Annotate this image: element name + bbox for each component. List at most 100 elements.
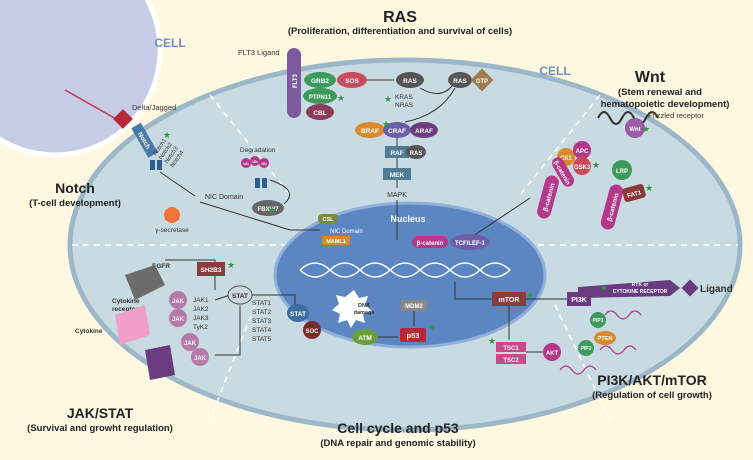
pip3-node xyxy=(590,312,606,328)
svg-text:JAK1: JAK1 xyxy=(193,297,209,304)
membrane-lipid xyxy=(599,345,637,355)
svg-text:PIP2: PIP2 xyxy=(581,346,592,352)
svg-text:APC: APC xyxy=(576,149,589,155)
svg-text:★: ★ xyxy=(227,260,235,270)
svg-text:Ub: Ub xyxy=(243,161,249,166)
sos-node xyxy=(337,72,367,88)
svg-text:MAML1: MAML1 xyxy=(326,239,346,245)
maml1-node xyxy=(322,236,350,245)
arrow-nic xyxy=(159,171,196,197)
fat1-node xyxy=(622,184,646,202)
wnt-subtitle-1: (Stem renewal and xyxy=(618,87,702,98)
arrow-stat-nucleus xyxy=(252,294,296,305)
cbl-node xyxy=(306,104,334,120)
svg-text:PIP3: PIP3 xyxy=(593,318,604,324)
membrane-lipid xyxy=(559,365,597,375)
svg-text:STAT2: STAT2 xyxy=(252,309,272,316)
dna-damage-burst xyxy=(332,290,372,328)
cytokine-receptor xyxy=(115,305,150,345)
mdm2-node xyxy=(401,300,427,311)
pi3k-node xyxy=(567,292,591,306)
arrow-ras-ras xyxy=(419,85,453,94)
nic-domain-nuclear-label: NIC Domain xyxy=(330,229,363,235)
jak-node-4 xyxy=(191,348,209,366)
mtor-node xyxy=(492,292,526,306)
arrow-pi3k-cascade xyxy=(454,282,567,353)
ras-node-2 xyxy=(448,72,472,88)
svg-text:FAT1: FAT1 xyxy=(627,190,643,200)
flt3-label: FLT3 xyxy=(293,73,299,88)
flt3-ligand-label: FLT3 Ligand xyxy=(238,48,280,57)
svg-text:GTP: GTP xyxy=(476,79,488,85)
ras-subtitle: (Proliferation, differentiation and surv… xyxy=(288,26,512,37)
egfr-receptor xyxy=(125,265,165,300)
arrow-bcat-nucleus xyxy=(469,197,531,239)
svg-text:CYTOKINE RECEPTOR: CYTOKINE RECEPTOR xyxy=(613,289,668,295)
svg-text:★: ★ xyxy=(645,183,653,193)
nucleus-label: Nucleus xyxy=(390,214,425,224)
svg-text:AKT: AKT xyxy=(546,351,559,357)
wnt-subtitle-2: hematopoietic development) xyxy=(601,99,730,110)
svg-text:CK1: CK1 xyxy=(560,156,573,162)
svg-text:RAS: RAS xyxy=(410,151,423,157)
stat-node-2 xyxy=(287,304,309,322)
gsk3-node xyxy=(573,157,591,175)
svg-text:RTK or: RTK or xyxy=(632,282,649,288)
flt3-receptor xyxy=(287,48,301,118)
nic-segment xyxy=(157,160,162,170)
ras-node-3 xyxy=(406,145,426,159)
jak-family-list: JAK1 JAK2 JAK3 TyK2 xyxy=(193,297,209,331)
svg-text:Ub: Ub xyxy=(261,161,267,166)
nic-segment xyxy=(150,160,155,170)
svg-text:p53: p53 xyxy=(407,331,420,340)
section-dividers xyxy=(72,94,738,421)
rtk-receptor xyxy=(578,280,680,298)
braf-node xyxy=(355,122,385,138)
jak-node-2 xyxy=(169,309,187,327)
svg-text:STAT5: STAT5 xyxy=(252,336,272,343)
svg-text:★: ★ xyxy=(337,93,345,103)
cytokine-label: Cytokine xyxy=(75,328,103,335)
svg-text:STAT: STAT xyxy=(290,311,306,318)
ras-title: RAS xyxy=(383,9,417,26)
svg-text:STAT4: STAT4 xyxy=(252,327,272,334)
cellcycle-title: Cell cycle and p53 xyxy=(337,420,459,436)
arrow-jak-stat xyxy=(214,294,241,356)
jak-node-3 xyxy=(181,333,199,351)
svg-text:★: ★ xyxy=(384,94,392,104)
csl-node xyxy=(318,214,338,223)
tsc2-node xyxy=(496,354,526,364)
svg-text:MEK: MEK xyxy=(390,172,405,179)
pi3k-subtitle: (Regulation of cell growth) xyxy=(592,390,712,401)
ras-node-1 xyxy=(396,72,424,88)
notch-subtitle: (T-cell development) xyxy=(29,198,121,209)
svg-text:RAS: RAS xyxy=(403,78,417,85)
nic-degraded xyxy=(255,178,260,188)
mapk-label: MAPK xyxy=(387,192,407,199)
atm-node xyxy=(352,329,378,345)
stat-family-list: STAT1 STAT2 STAT3 STAT4 STAT5 xyxy=(252,300,272,343)
svg-text:TCF/LEF-1: TCF/LEF-1 xyxy=(455,241,486,247)
svg-text:★: ★ xyxy=(163,130,171,140)
svg-text:CSL: CSL xyxy=(323,217,335,223)
svg-text:SOC: SOC xyxy=(305,329,319,335)
gamma-secretase xyxy=(164,207,180,223)
svg-text:GRB2: GRB2 xyxy=(311,78,329,85)
gtp-node xyxy=(470,68,494,92)
svg-text:JAK: JAK xyxy=(172,299,185,305)
pten-node xyxy=(594,331,616,345)
mek-node xyxy=(383,168,411,180)
fbxw7-node xyxy=(252,200,284,216)
cell-label-left: CELL xyxy=(154,36,185,50)
svg-text:JAK: JAK xyxy=(194,356,207,362)
wnt-ligand xyxy=(625,118,645,138)
svg-text:JAK: JAK xyxy=(172,317,185,323)
cellcycle-subtitle: (DNA repair and genomic stability) xyxy=(320,438,475,449)
cytokine-receptor-label-1: Cytokine xyxy=(112,298,140,305)
delta-jagged-label: Delta/Jagged xyxy=(132,103,176,112)
svg-text:Wnt: Wnt xyxy=(629,127,640,133)
nic-degraded xyxy=(262,178,267,188)
arrow-egfr xyxy=(165,259,216,290)
svg-text:BRAF: BRAF xyxy=(361,128,379,135)
